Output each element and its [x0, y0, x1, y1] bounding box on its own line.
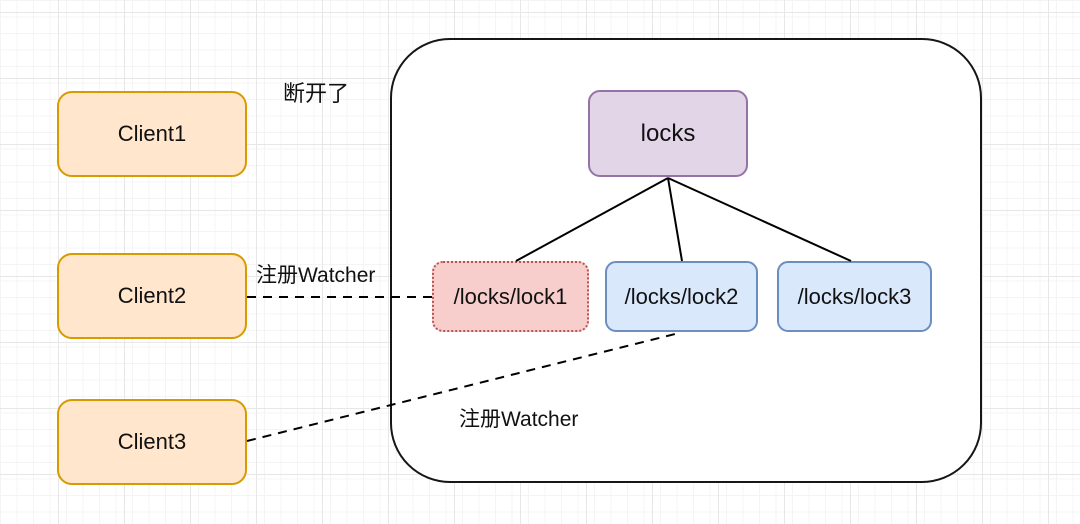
edge-locks-to-lock3[interactable] [667, 177, 852, 262]
client2-node[interactable]: Client2 [57, 253, 247, 339]
lock1-node[interactable]: /locks/lock1 [432, 261, 589, 332]
client1-node[interactable]: Client1 [57, 91, 247, 177]
edge-locks-to-lock2[interactable] [667, 177, 683, 262]
client3-node[interactable]: Client3 [57, 399, 247, 485]
lock1-label: /locks/lock1 [453, 283, 568, 309]
lock2-label: /locks/lock2 [624, 283, 739, 309]
client3-label: Client3 [117, 429, 187, 454]
client1-label: Client1 [117, 121, 187, 146]
disconnected-annotation[interactable]: 断开了 [283, 81, 350, 106]
register-watcher-annotation-client3[interactable]: 注册Watcher [459, 408, 579, 431]
locks-root-node[interactable]: locks [588, 90, 748, 177]
locks-root-label: locks [640, 119, 696, 147]
lock3-label: /locks/lock3 [797, 283, 912, 309]
lock2-node[interactable]: /locks/lock2 [605, 261, 758, 332]
edge-locks-to-lock1[interactable] [515, 177, 669, 262]
lock3-node[interactable]: /locks/lock3 [777, 261, 932, 332]
register-watcher-annotation-client2[interactable]: 注册Watcher [256, 264, 376, 287]
client2-label: Client2 [117, 283, 187, 308]
watcher-edge-client3-to-lock2[interactable] [246, 332, 680, 442]
